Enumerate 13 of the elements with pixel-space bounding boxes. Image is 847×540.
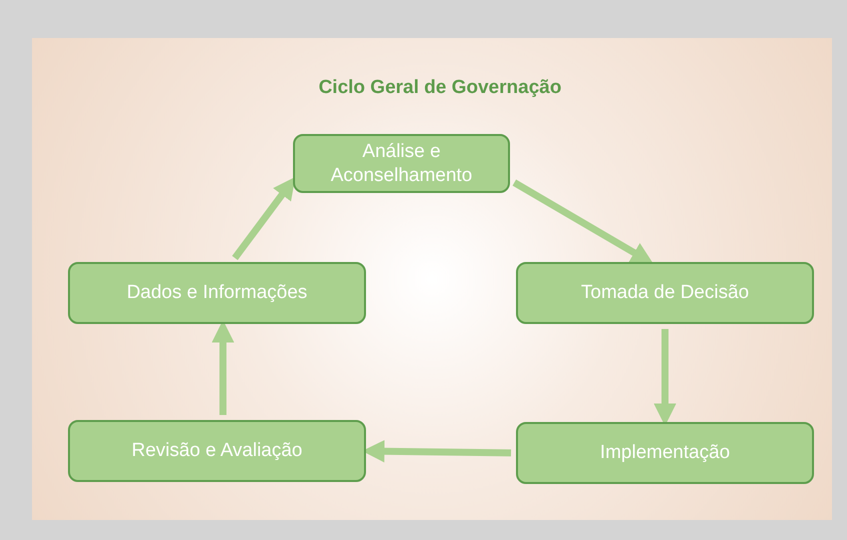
arrow (512, 180, 654, 264)
process-box (293, 134, 510, 193)
box-label: Revisão e Avaliação (132, 439, 302, 463)
box-label: Implementação (600, 441, 730, 465)
process-box (68, 262, 366, 324)
process-box (516, 422, 814, 484)
process-box (68, 420, 366, 482)
arrow (232, 176, 296, 260)
diagram-title: Ciclo Geral de Governação (318, 76, 562, 100)
box-label: Tomada de Decisão (581, 281, 749, 305)
process-box (516, 262, 814, 324)
box-label: Análise e Aconselhamento (330, 140, 474, 188)
box-label: Dados e Informações (126, 281, 308, 305)
